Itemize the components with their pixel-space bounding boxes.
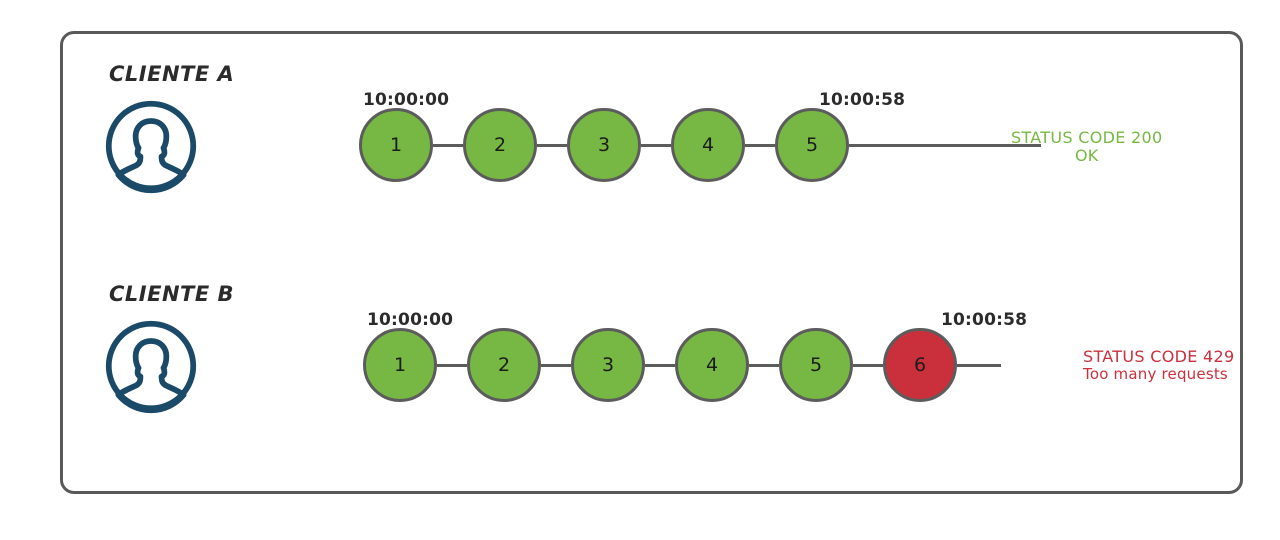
request-node[interactable]: 3 bbox=[567, 108, 641, 182]
request-node[interactable]: 4 bbox=[675, 328, 749, 402]
response-connector bbox=[957, 363, 1001, 367]
user-avatar-icon bbox=[105, 320, 197, 414]
response-connector bbox=[849, 143, 1041, 147]
node-connector bbox=[749, 363, 779, 367]
node-connector bbox=[537, 143, 567, 147]
node-connector bbox=[641, 143, 671, 147]
node-connector bbox=[745, 143, 775, 147]
request-node[interactable]: 4 bbox=[671, 108, 745, 182]
client-a-label: CLIENTE A bbox=[109, 62, 235, 86]
timeline-a: 10:00:00 10:00:58 1 2 3 4 5 STATUS CODE … bbox=[293, 62, 1240, 262]
request-track-a: 1 2 3 4 5 bbox=[359, 108, 1041, 182]
request-node-rejected[interactable]: 6 bbox=[883, 328, 957, 402]
end-time-b: 10:00:58 bbox=[941, 310, 1028, 330]
start-time-a: 10:00:00 bbox=[363, 90, 450, 110]
timeline-b: 10:00:00 10:00:58 1 2 3 4 5 6 STATUS COD… bbox=[293, 282, 1240, 482]
request-node[interactable]: 3 bbox=[571, 328, 645, 402]
status-text-b: Too many requests bbox=[1083, 365, 1228, 384]
client-b-label: CLIENTE B bbox=[109, 282, 235, 306]
request-node[interactable]: 5 bbox=[775, 108, 849, 182]
status-code-b: STATUS CODE 429 bbox=[1083, 347, 1235, 366]
request-node[interactable]: 5 bbox=[779, 328, 853, 402]
node-connector bbox=[437, 363, 467, 367]
node-connector bbox=[541, 363, 571, 367]
user-avatar-icon bbox=[105, 100, 197, 194]
node-connector bbox=[645, 363, 675, 367]
status-text-a: OK bbox=[1074, 146, 1099, 166]
client-row-a: CLIENTE A 10:00:00 10:00:58 1 2 3 4 5 bbox=[63, 62, 1240, 262]
client-a-identity: CLIENTE A bbox=[103, 62, 293, 194]
client-row-b: CLIENTE B 10:00:00 10:00:58 1 2 3 4 5 6 bbox=[63, 282, 1240, 482]
end-time-a: 10:00:58 bbox=[819, 90, 906, 110]
request-node[interactable]: 1 bbox=[359, 108, 433, 182]
start-time-b: 10:00:00 bbox=[367, 310, 454, 330]
client-b-identity: CLIENTE B bbox=[103, 282, 293, 414]
status-badge-b: STATUS CODE 429 Too many requests bbox=[1083, 347, 1235, 384]
node-connector bbox=[853, 363, 883, 367]
status-badge-a: STATUS CODE 200 OK bbox=[1011, 128, 1163, 166]
diagram-panel: CLIENTE A 10:00:00 10:00:58 1 2 3 4 5 bbox=[60, 31, 1243, 494]
request-node[interactable]: 1 bbox=[363, 328, 437, 402]
request-node[interactable]: 2 bbox=[467, 328, 541, 402]
node-connector bbox=[433, 143, 463, 147]
status-code-a: STATUS CODE 200 bbox=[1011, 128, 1163, 147]
request-node[interactable]: 2 bbox=[463, 108, 537, 182]
request-track-b: 1 2 3 4 5 6 bbox=[363, 328, 1001, 402]
